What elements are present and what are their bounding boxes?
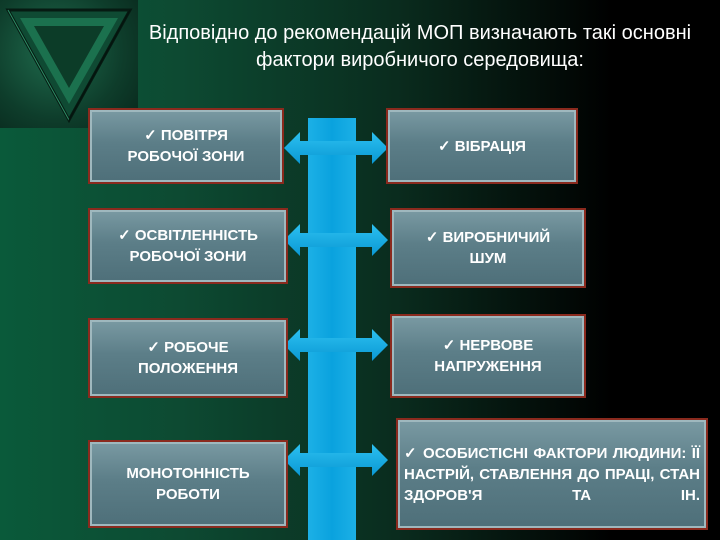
factor-box-right: ✓ ВІБРАЦІЯ — [386, 108, 578, 184]
factor-label: ✓ ОСВІТЛЕННІСТЬ РОБОЧОЇ ЗОНИ — [118, 227, 258, 265]
factor-box-left: ✓ РОБОЧЕ ПОЛОЖЕННЯ — [88, 318, 288, 398]
factor-box-left: ✓ ПОВІТРЯ РОБОЧОЇ ЗОНИ — [88, 108, 284, 184]
double-arrow-icon — [284, 224, 388, 256]
slide-title: Відповідно до рекомендацій МОП визначают… — [148, 22, 692, 71]
central-bar — [308, 118, 356, 540]
factor-box-right: ✓ ОСОБИСТІСНІ ФАКТОРИ ЛЮДИНИ: ЇЇ НАСТРІЙ… — [396, 418, 708, 530]
factor-label: ✓ РОБОЧЕ ПОЛОЖЕННЯ — [137, 339, 239, 377]
factor-box-right: ✓ НЕРВОВЕ НАПРУЖЕННЯ — [390, 314, 586, 398]
double-arrow-icon — [284, 444, 388, 476]
factor-box-left: ✓ ОСВІТЛЕННІСТЬ РОБОЧОЇ ЗОНИ — [88, 208, 288, 284]
factor-box-left: МОНОТОННІСТЬ РОБОТИ — [88, 440, 288, 528]
factor-label: ✓ ПОВІТРЯ РОБОЧОЇ ЗОНИ — [127, 127, 245, 165]
factor-label: ✓ ОСОБИСТІСНІ ФАКТОРИ ЛЮДИНИ: ЇЇ НАСТРІЙ… — [404, 444, 700, 504]
factor-label: ✓ ВІБРАЦІЯ — [438, 137, 526, 155]
double-arrow-icon — [284, 329, 388, 361]
factor-label: ✓ НЕРВОВЕ НАПРУЖЕННЯ — [434, 337, 542, 375]
factor-label: ✓ ВИРОБНИЧИЙ ШУМ — [425, 229, 551, 267]
factor-label: МОНОТОННІСТЬ РОБОТИ — [126, 465, 250, 503]
double-arrow-icon — [284, 132, 388, 164]
factor-box-right: ✓ ВИРОБНИЧИЙ ШУМ — [390, 208, 586, 288]
logo-emblem-icon — [0, 0, 138, 128]
